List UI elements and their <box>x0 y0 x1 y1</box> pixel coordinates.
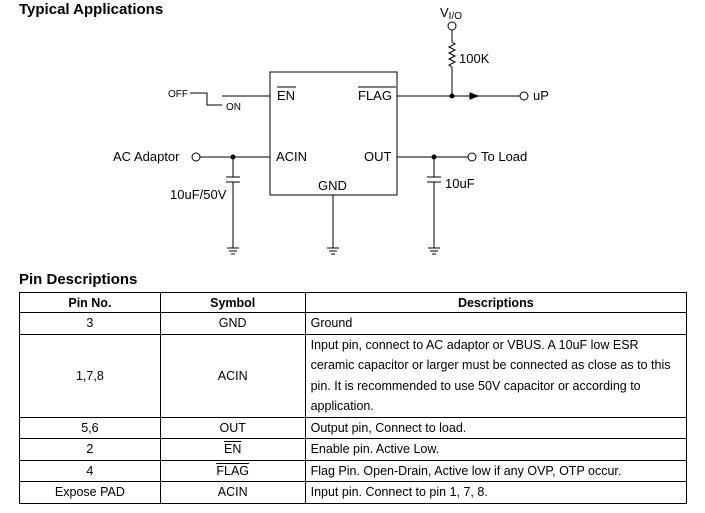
vio-label: VI/O <box>440 5 462 22</box>
description-cell: Input pin. Connect to pin 1, 7, 8. <box>304 481 688 504</box>
pin-gnd-label: GND <box>318 178 347 193</box>
pin-number-cell: 1,7,8 <box>19 333 161 418</box>
symbol-overlined: FLAG <box>216 463 250 478</box>
pin-acin-label: ACIN <box>276 149 307 164</box>
description-cell: Output pin, Connect to load. <box>304 416 688 439</box>
on-label: ON <box>226 102 241 113</box>
table-row: 2 EN Enable pin. Active Low. <box>19 438 688 461</box>
ground-symbol <box>327 247 339 255</box>
table-row: 1,7,8 ACIN Input pin, connect to AC adap… <box>19 333 688 418</box>
up-terminal <box>519 91 529 101</box>
load-terminal <box>467 152 477 162</box>
ground-symbol <box>227 247 239 255</box>
typical-applications-heading: Typical Applications <box>19 1 164 18</box>
pin-descriptions-heading: Pin Descriptions <box>19 271 138 288</box>
vio-terminal <box>447 21 457 31</box>
ac-adaptor-label: AC Adaptor <box>113 149 180 164</box>
description-cell: Flag Pin. Open-Drain, Active low if any … <box>304 459 688 482</box>
column-header-descriptions: Descriptions <box>304 292 688 313</box>
off-label: OFF <box>168 89 188 100</box>
symbol-cell: ACIN <box>159 333 306 418</box>
ground-symbol <box>428 247 440 255</box>
ac-adaptor-terminal <box>191 152 201 162</box>
pin-flag-label: FLAG <box>358 88 392 103</box>
symbol-cell: EN <box>159 438 306 461</box>
description-cell: Enable pin. Active Low. <box>304 438 688 461</box>
to-load-label: To Load <box>481 149 527 164</box>
column-header-symbol: Symbol <box>159 292 306 313</box>
symbol-cell: FLAG <box>159 459 306 482</box>
junction-dot <box>449 93 455 99</box>
pullup-resistor <box>447 41 457 68</box>
symbol-cell: OUT <box>159 416 306 439</box>
application-circuit-diagram: VI/O 100K OFF ON uP AC Adaptor To Load 1… <box>113 5 549 255</box>
symbol-overlined: EN <box>224 442 242 457</box>
symbol-cell: GND <box>159 312 306 335</box>
table-header-row: Pin No. Symbol Descriptions <box>19 292 688 313</box>
junction-dot <box>230 154 236 160</box>
table-row: 3 GND Ground <box>19 312 688 335</box>
output-capacitor-label: 10uF <box>445 176 475 191</box>
pin-number-cell: 3 <box>19 312 161 335</box>
pin-en-label: EN <box>277 88 295 103</box>
up-label: uP <box>533 88 549 103</box>
description-cell: Input pin, connect to AC adaptor or VBUS… <box>304 333 688 418</box>
description-cell: Ground <box>304 312 688 335</box>
resistor-label: 100K <box>459 51 490 66</box>
table-row: 5,6 OUT Output pin, Connect to load. <box>19 416 688 439</box>
pin-descriptions-table: Pin No. Symbol Descriptions 3 GND Ground… <box>19 292 688 504</box>
symbol-cell: ACIN <box>159 481 306 504</box>
input-capacitor-label: 10uF/50V <box>170 187 227 202</box>
pin-number-cell: 5,6 <box>19 416 161 439</box>
pin-number-cell: 2 <box>19 438 161 461</box>
en-switch <box>190 92 222 106</box>
column-header-pin-no: Pin No. <box>19 292 161 313</box>
pin-out-label: OUT <box>364 149 392 164</box>
pin-number-cell: 4 <box>19 459 161 482</box>
junction-dot <box>431 154 437 160</box>
pin-number-cell: Expose PAD <box>19 481 161 504</box>
table-row: 4 FLAG Flag Pin. Open-Drain, Active low … <box>19 459 688 482</box>
table-row: Expose PAD ACIN Input pin. Connect to pi… <box>19 481 688 504</box>
